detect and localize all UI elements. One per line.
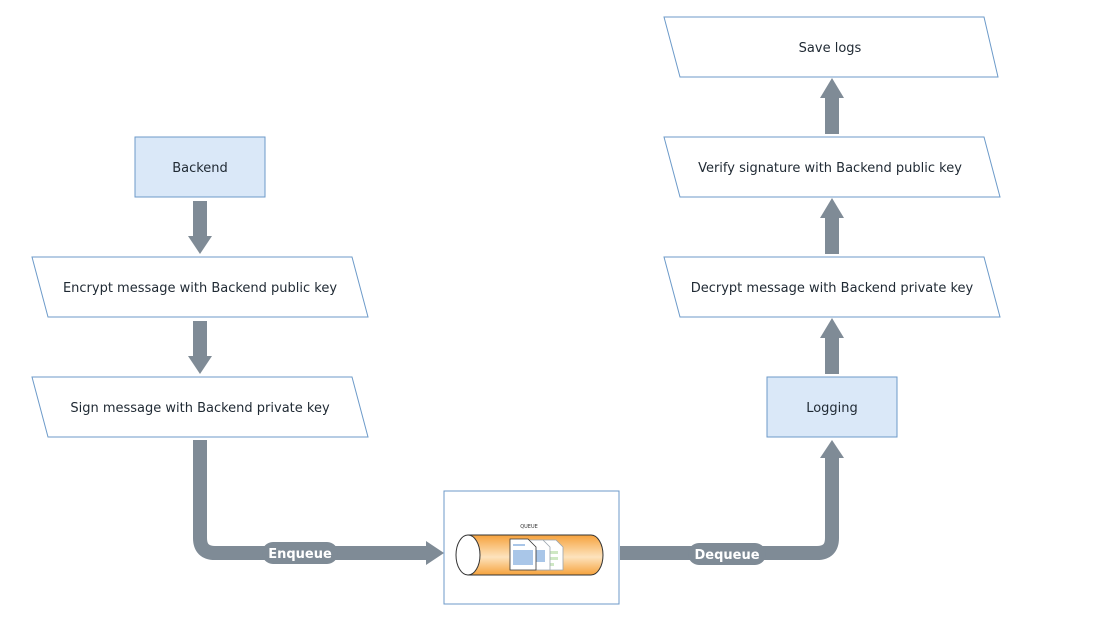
node-encrypt-label: Encrypt message with Backend public key	[63, 281, 337, 296]
message-queue-icon	[455, 534, 604, 576]
arrow-decrypt-to-verify	[820, 198, 844, 254]
arrow-logging-to-decrypt	[820, 318, 844, 374]
node-backend: Backend	[134, 136, 266, 198]
arrow-verify-to-save-logs	[820, 78, 844, 134]
node-save-logs: Save logs	[663, 16, 999, 78]
node-decrypt: Decrypt message with Backend private key	[663, 256, 1001, 318]
node-sign: Sign message with Backend private key	[31, 376, 369, 438]
connectors	[188, 78, 844, 565]
node-logging-label: Logging	[806, 401, 858, 416]
edge-label-dequeue: Dequeue	[688, 543, 766, 565]
node-encrypt: Encrypt message with Backend public key	[31, 256, 369, 318]
arrow-sign-to-queue	[193, 440, 444, 565]
queue-cylinder-cap	[455, 534, 481, 576]
queue-title: QUEUE	[520, 524, 538, 530]
edge-label-enqueue: Enqueue	[262, 542, 338, 564]
arrow-queue-to-logging	[620, 440, 844, 560]
queue-document-1	[509, 538, 537, 571]
node-queue: QUEUE	[443, 490, 620, 605]
node-logging: Logging	[766, 376, 898, 438]
node-sign-label: Sign message with Backend private key	[70, 401, 330, 416]
arrow-encrypt-to-sign	[188, 321, 212, 374]
arrow-backend-to-encrypt	[188, 201, 212, 254]
node-decrypt-label: Decrypt message with Backend private key	[691, 281, 974, 296]
edge-label-enqueue-text: Enqueue	[268, 547, 332, 562]
node-backend-label: Backend	[172, 161, 228, 176]
node-save-logs-label: Save logs	[799, 41, 862, 56]
node-verify: Verify signature with Backend public key	[663, 136, 1001, 198]
node-verify-label: Verify signature with Backend public key	[698, 161, 962, 176]
edge-label-dequeue-text: Dequeue	[694, 548, 759, 563]
